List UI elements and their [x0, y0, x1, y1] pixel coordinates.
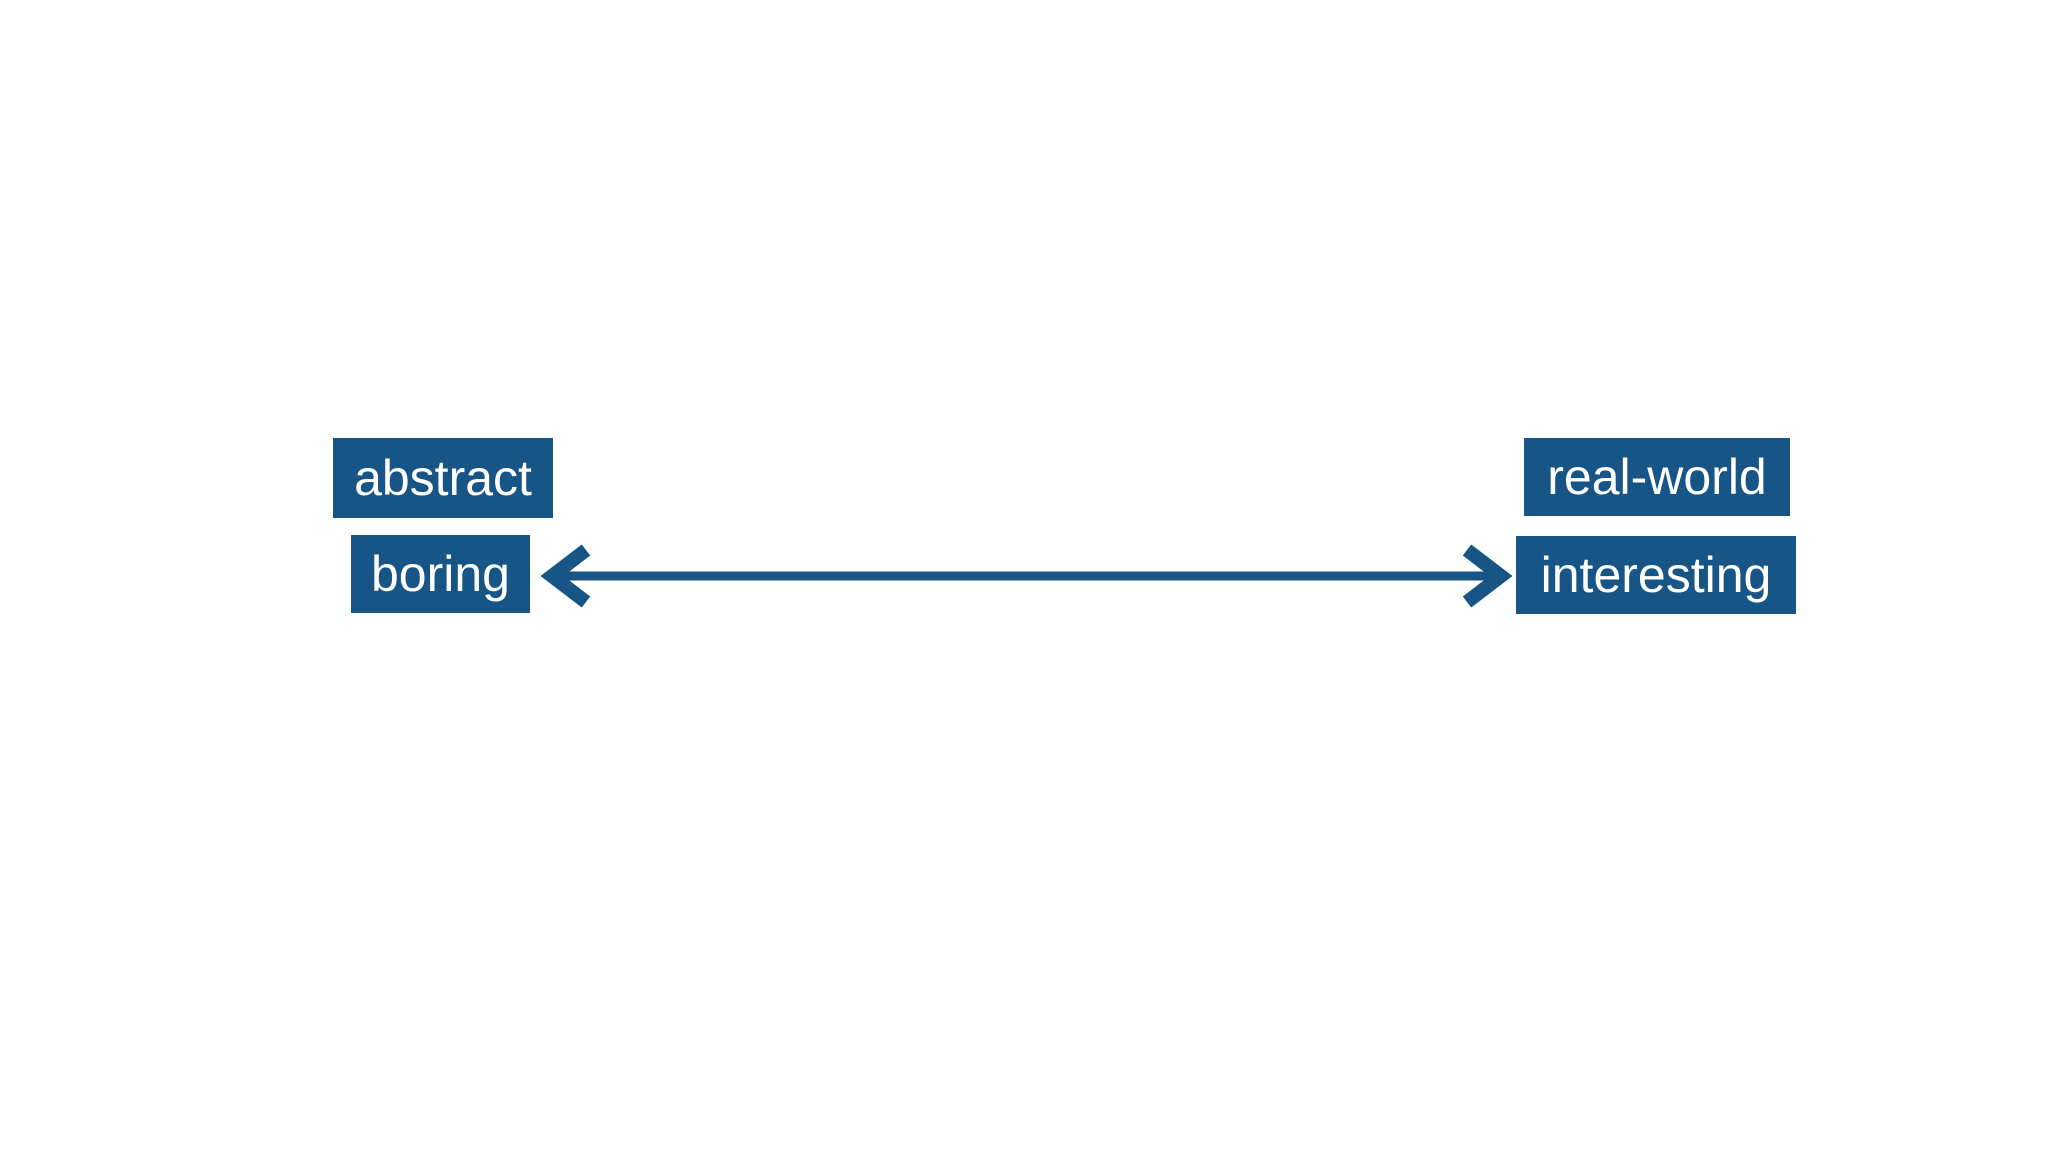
- label-real-world-text: real-world: [1547, 449, 1767, 505]
- label-abstract-text: abstract: [354, 450, 532, 506]
- label-boring-text: boring: [371, 546, 510, 602]
- double-arrow-right-head: [1462, 544, 1513, 608]
- double-arrow-left-head: [540, 544, 591, 608]
- label-box-abstract: abstract: [333, 438, 553, 518]
- label-interesting-text: interesting: [1540, 547, 1772, 603]
- label-box-interesting: interesting: [1516, 536, 1796, 614]
- label-box-boring: boring: [351, 535, 530, 613]
- label-box-real-world: real-world: [1524, 438, 1790, 516]
